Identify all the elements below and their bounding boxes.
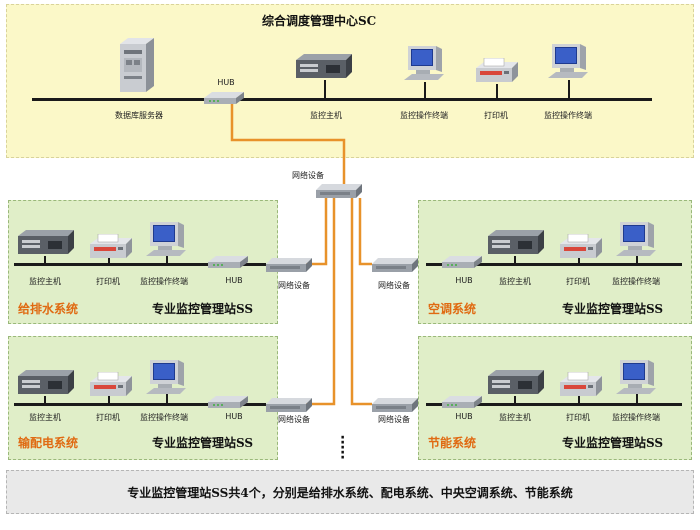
subsystem-host-drop <box>514 396 516 404</box>
database-server-label: 数据库服务器 <box>115 111 163 120</box>
subsystem-host-drop <box>514 256 516 264</box>
subsystem-host-label: 监控主机 <box>29 413 61 422</box>
footer-note: 专业监控管理站SS共4个，分别是给排水系统、配电系统、中央空调系统、节能系统 <box>6 470 694 514</box>
subsystem-host-drop <box>44 256 46 264</box>
subsystem-bus <box>14 263 266 266</box>
subsystem-printer-icon <box>89 372 133 397</box>
subsystem-hub-icon <box>442 256 482 268</box>
subsystem-host-label: 监控主机 <box>499 277 531 286</box>
subsystem-terminal-drop <box>166 256 168 264</box>
center-bus <box>32 98 652 101</box>
subsystem-host-drop <box>44 396 46 404</box>
subsystem-terminal-icon <box>616 360 656 394</box>
subsystem-net-label: 网络设备 <box>278 415 310 424</box>
subsystem-network-switch-icon <box>266 258 312 272</box>
subsystem-hub-label: HUB <box>225 412 243 421</box>
subsystem-printer-drop <box>108 258 110 264</box>
center-title: 综合调度管理中心SC <box>262 14 377 28</box>
subsystem-host-icon <box>488 370 544 394</box>
subsystem-network-switch-icon <box>372 398 418 412</box>
subsystem-terminal-drop <box>166 394 168 404</box>
subsystem-host-icon <box>18 370 74 394</box>
subsystem-printer-drop <box>578 258 580 264</box>
subsystem-station-title: 专业监控管理站SS <box>562 436 664 450</box>
subsystem-terminal-label: 监控操作终端 <box>612 277 660 286</box>
op-terminal-2-label: 监控操作终端 <box>544 111 592 120</box>
subsystem-host-label: 监控主机 <box>499 413 531 422</box>
subsystem-host-icon <box>18 230 74 254</box>
monitor-host-drop <box>324 80 326 98</box>
subsystem-terminal-drop <box>636 256 638 264</box>
monitor-host-label: 监控主机 <box>310 111 342 120</box>
subsystem-bus <box>426 403 682 406</box>
op-terminal-2-drop <box>568 80 570 98</box>
subsystem-printer-label: 打印机 <box>96 277 120 286</box>
subsystem-printer-icon <box>559 234 603 259</box>
subsystem-terminal-icon <box>146 222 186 256</box>
subsystem-hub-label: HUB <box>225 276 243 285</box>
subsystem-printer-label: 打印机 <box>566 413 590 422</box>
subsystem-hub-icon <box>208 256 248 268</box>
subsystem-bus <box>14 403 266 406</box>
subsystem-host-label: 监控主机 <box>29 277 61 286</box>
subsystem-terminal-label: 监控操作终端 <box>140 277 188 286</box>
subsystem-terminal-icon <box>616 222 656 256</box>
central-network-device-label: 网络设备 <box>292 171 324 180</box>
subsystem-hub-label: HUB <box>455 276 473 285</box>
subsystem-printer-icon <box>89 234 133 259</box>
subsystem-printer-drop <box>578 396 580 404</box>
subsystem-printer-icon <box>559 372 603 397</box>
subsystem-bus <box>426 263 682 266</box>
subsystem-printer-drop <box>108 396 110 404</box>
subsystem-terminal-label: 监控操作终端 <box>140 413 188 422</box>
subsystem-name: 给排水系统 <box>18 302 79 316</box>
center-hub-label: HUB <box>217 78 235 87</box>
subsystem-station-title: 专业监控管理站SS <box>562 302 664 316</box>
subsystem-terminal-label: 监控操作终端 <box>612 413 660 422</box>
subsystem-station-title: 专业监控管理站SS <box>152 436 254 450</box>
subsystem-name: 输配电系统 <box>18 436 79 450</box>
subsystem-hub-icon <box>442 396 482 408</box>
op-terminal-1-label: 监控操作终端 <box>400 111 448 120</box>
subsystem-network-switch-icon <box>266 398 312 412</box>
subsystem-station-title: 专业监控管理站SS <box>152 302 254 316</box>
subsystem-net-label: 网络设备 <box>378 281 410 290</box>
subsystem-terminal-icon <box>146 360 186 394</box>
subsystem-hub-label: HUB <box>455 412 473 421</box>
subsystem-hub-icon <box>208 396 248 408</box>
subsystem-terminal-drop <box>636 394 638 404</box>
subsystem-host-icon <box>488 230 544 254</box>
subsystem-printer-label: 打印机 <box>96 413 120 422</box>
subsystem-network-switch-icon <box>372 258 418 272</box>
continuation-dots: ····· <box>340 430 346 466</box>
center-printer-label: 打印机 <box>484 111 508 120</box>
subsystem-name: 空调系统 <box>428 302 477 316</box>
subsystem-net-label: 网络设备 <box>278 281 310 290</box>
subsystem-net-label: 网络设备 <box>378 415 410 424</box>
subsystem-printer-label: 打印机 <box>566 277 590 286</box>
central-network-switch-icon <box>316 184 362 198</box>
subsystem-name: 节能系统 <box>428 436 477 450</box>
op-terminal-1-drop <box>424 82 426 98</box>
center-printer-drop <box>496 84 498 98</box>
